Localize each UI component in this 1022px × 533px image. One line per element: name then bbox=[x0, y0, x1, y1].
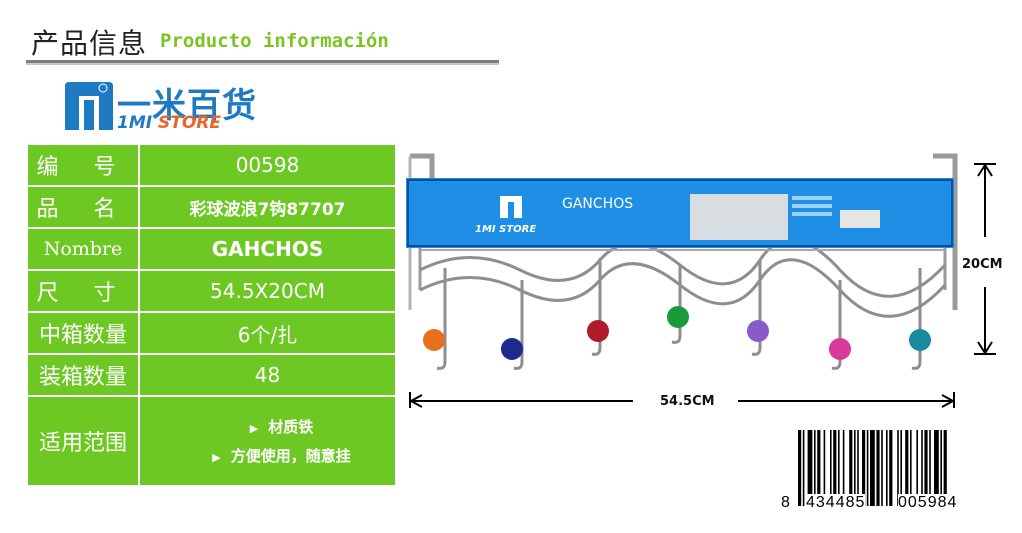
barcode-bar bbox=[881, 430, 883, 506]
barcode-bar bbox=[807, 430, 813, 506]
spec-value: 彩球波浪7钩87707 bbox=[138, 185, 397, 229]
spec-key: 尺 寸 bbox=[26, 269, 140, 313]
table-row: Nombre GAHCHOS bbox=[26, 227, 397, 271]
barcode-digits-right: 005984 bbox=[898, 494, 958, 512]
header-title-cn: 产品信息 bbox=[31, 27, 148, 60]
spec-key: 品 名 bbox=[26, 185, 140, 229]
spec-value: 54.5X20CM bbox=[138, 269, 397, 313]
list-item: ▶方便使用，随意挂 bbox=[212, 447, 351, 465]
logo-name-en: 1MI STORE bbox=[117, 113, 221, 133]
table-row: 装箱数量 48 bbox=[26, 353, 397, 397]
label-brand: 1MI STORE bbox=[475, 224, 536, 235]
spec-value: GAHCHOS bbox=[138, 227, 397, 271]
barcode-bar bbox=[886, 430, 888, 506]
barcode-bar bbox=[921, 430, 923, 506]
barcode-digits-left: 434485 bbox=[806, 494, 866, 512]
barcode-bar bbox=[857, 430, 859, 506]
table-row: 中箱数量 6个/扎 bbox=[26, 311, 397, 355]
barcode-bar bbox=[838, 430, 840, 506]
barcode-bar bbox=[940, 430, 942, 506]
barcode-bar bbox=[870, 430, 875, 506]
width-label: 54.5CM bbox=[660, 394, 715, 409]
barcode-bar bbox=[814, 430, 816, 506]
spec-key: 编 号 bbox=[26, 143, 140, 187]
logo-mark-icon bbox=[65, 82, 113, 130]
barcode-bar bbox=[823, 430, 826, 506]
barcode-bar bbox=[798, 430, 802, 506]
spec-key: Nombre bbox=[26, 227, 140, 271]
barcode-bar bbox=[924, 430, 928, 506]
hook-balls bbox=[423, 306, 931, 360]
label-title: GANCHOS bbox=[562, 196, 633, 212]
header-divider bbox=[26, 60, 499, 63]
header-title-es: Producto información bbox=[160, 30, 389, 52]
barcode-bar bbox=[830, 430, 832, 506]
barcode-bar bbox=[833, 430, 837, 506]
logo-name-cn: 一米百货 bbox=[117, 86, 257, 126]
brand-logo: 一米百货 1MI STORE bbox=[63, 80, 278, 135]
table-row: 尺 寸 54.5X20CM bbox=[26, 269, 397, 313]
spec-key: 适用范围 bbox=[26, 395, 140, 487]
barcode-bar bbox=[943, 430, 947, 506]
spec-key: 装箱数量 bbox=[26, 353, 140, 397]
barcode-bar bbox=[876, 430, 880, 506]
spec-table: 编 号 00598 品 名 彩球波浪7钩87707 Nombre GAHCHOS… bbox=[26, 143, 397, 487]
barcode-bar bbox=[929, 430, 931, 506]
barcode-bar bbox=[862, 430, 866, 506]
table-row: 适用范围 ▶材质铁 ▶方便使用，随意挂 bbox=[26, 395, 397, 487]
table-row: 品 名 彩球波浪7钩87707 bbox=[26, 185, 397, 229]
barcode-bar bbox=[802, 430, 805, 506]
barcode-bar bbox=[916, 430, 918, 506]
spec-value: 48 bbox=[138, 353, 397, 397]
barcode-bar bbox=[817, 430, 821, 506]
barcode-bar bbox=[889, 430, 893, 506]
barcode-bar bbox=[849, 430, 853, 506]
header-divider-shadow bbox=[26, 63, 499, 65]
barcode-digit-first: 8 bbox=[781, 494, 790, 512]
barcode-bar bbox=[866, 430, 869, 506]
barcode-bar bbox=[905, 430, 909, 506]
barcode bbox=[798, 430, 947, 506]
height-label: 20CM bbox=[962, 257, 1003, 272]
width-dimension-arrow bbox=[408, 392, 956, 408]
barcode-bar bbox=[842, 430, 845, 506]
spec-value: 00598 bbox=[138, 143, 397, 187]
barcode-bar bbox=[910, 430, 912, 506]
spec-value-bullets: ▶材质铁 ▶方便使用，随意挂 bbox=[138, 395, 397, 487]
table-row: 编 号 00598 bbox=[26, 143, 397, 187]
barcode-bar bbox=[934, 430, 939, 506]
spec-key: 中箱数量 bbox=[26, 311, 140, 355]
height-dimension-arrow bbox=[974, 163, 996, 355]
barcode-bar bbox=[900, 430, 902, 506]
list-item: ▶材质铁 bbox=[249, 418, 314, 436]
product-image: 1MI STORE GANCHOS bbox=[406, 153, 958, 370]
barcode-bar bbox=[854, 430, 856, 506]
spec-value: 6个/扎 bbox=[138, 311, 397, 355]
barcode-bar bbox=[897, 430, 899, 506]
label-brand-icon bbox=[500, 196, 522, 218]
